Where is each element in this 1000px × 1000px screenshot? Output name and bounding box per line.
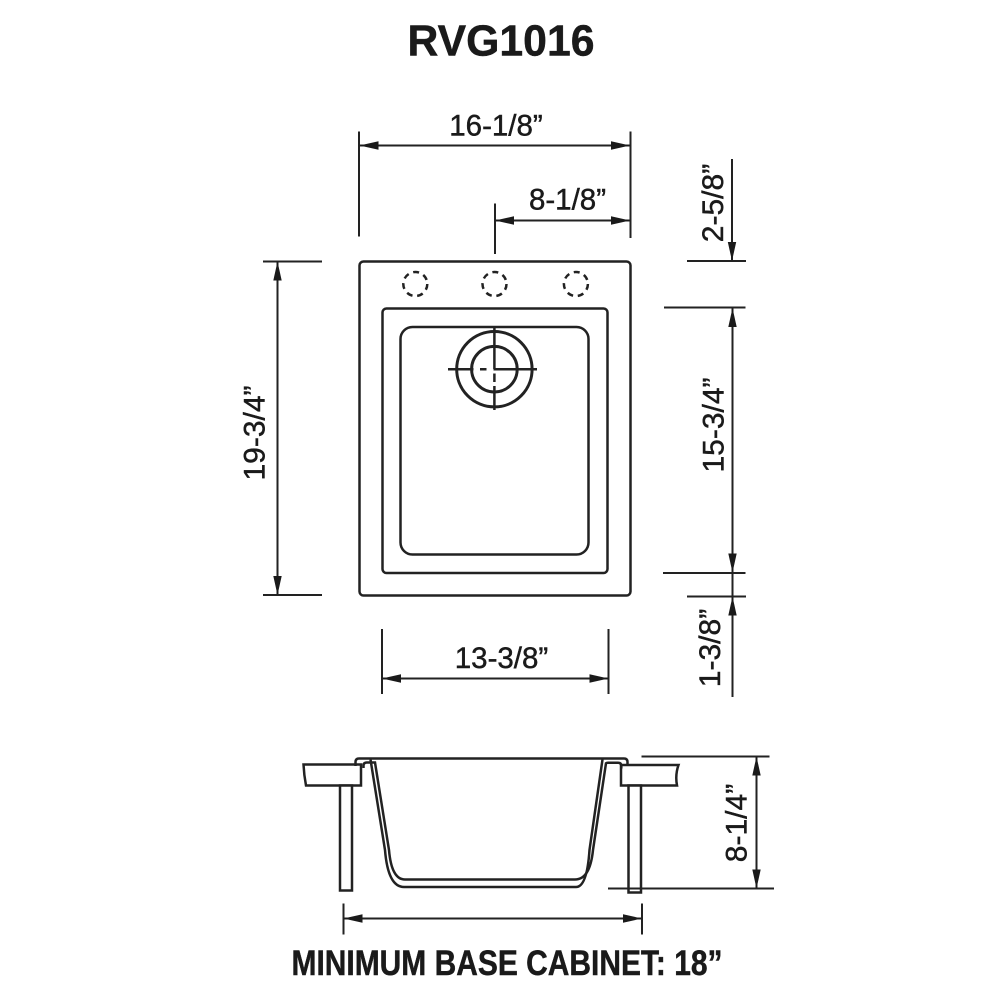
svg-text:RVG1016: RVG1016 — [408, 18, 595, 66]
svg-text:8-1/4”: 8-1/4” — [721, 784, 754, 862]
svg-text:19-3/4”: 19-3/4” — [239, 385, 272, 480]
svg-text:2-5/8”: 2-5/8” — [697, 164, 730, 242]
svg-text:MINIMUM BASE CABINET: 18”: MINIMUM BASE CABINET: 18” — [292, 944, 723, 983]
svg-text:8-1/8”: 8-1/8” — [529, 184, 606, 217]
svg-text:15-3/4”: 15-3/4” — [698, 377, 731, 472]
svg-text:16-1/8”: 16-1/8” — [449, 110, 542, 143]
svg-text:1-3/8”: 1-3/8” — [694, 609, 727, 687]
svg-text:13-3/8”: 13-3/8” — [455, 642, 548, 675]
